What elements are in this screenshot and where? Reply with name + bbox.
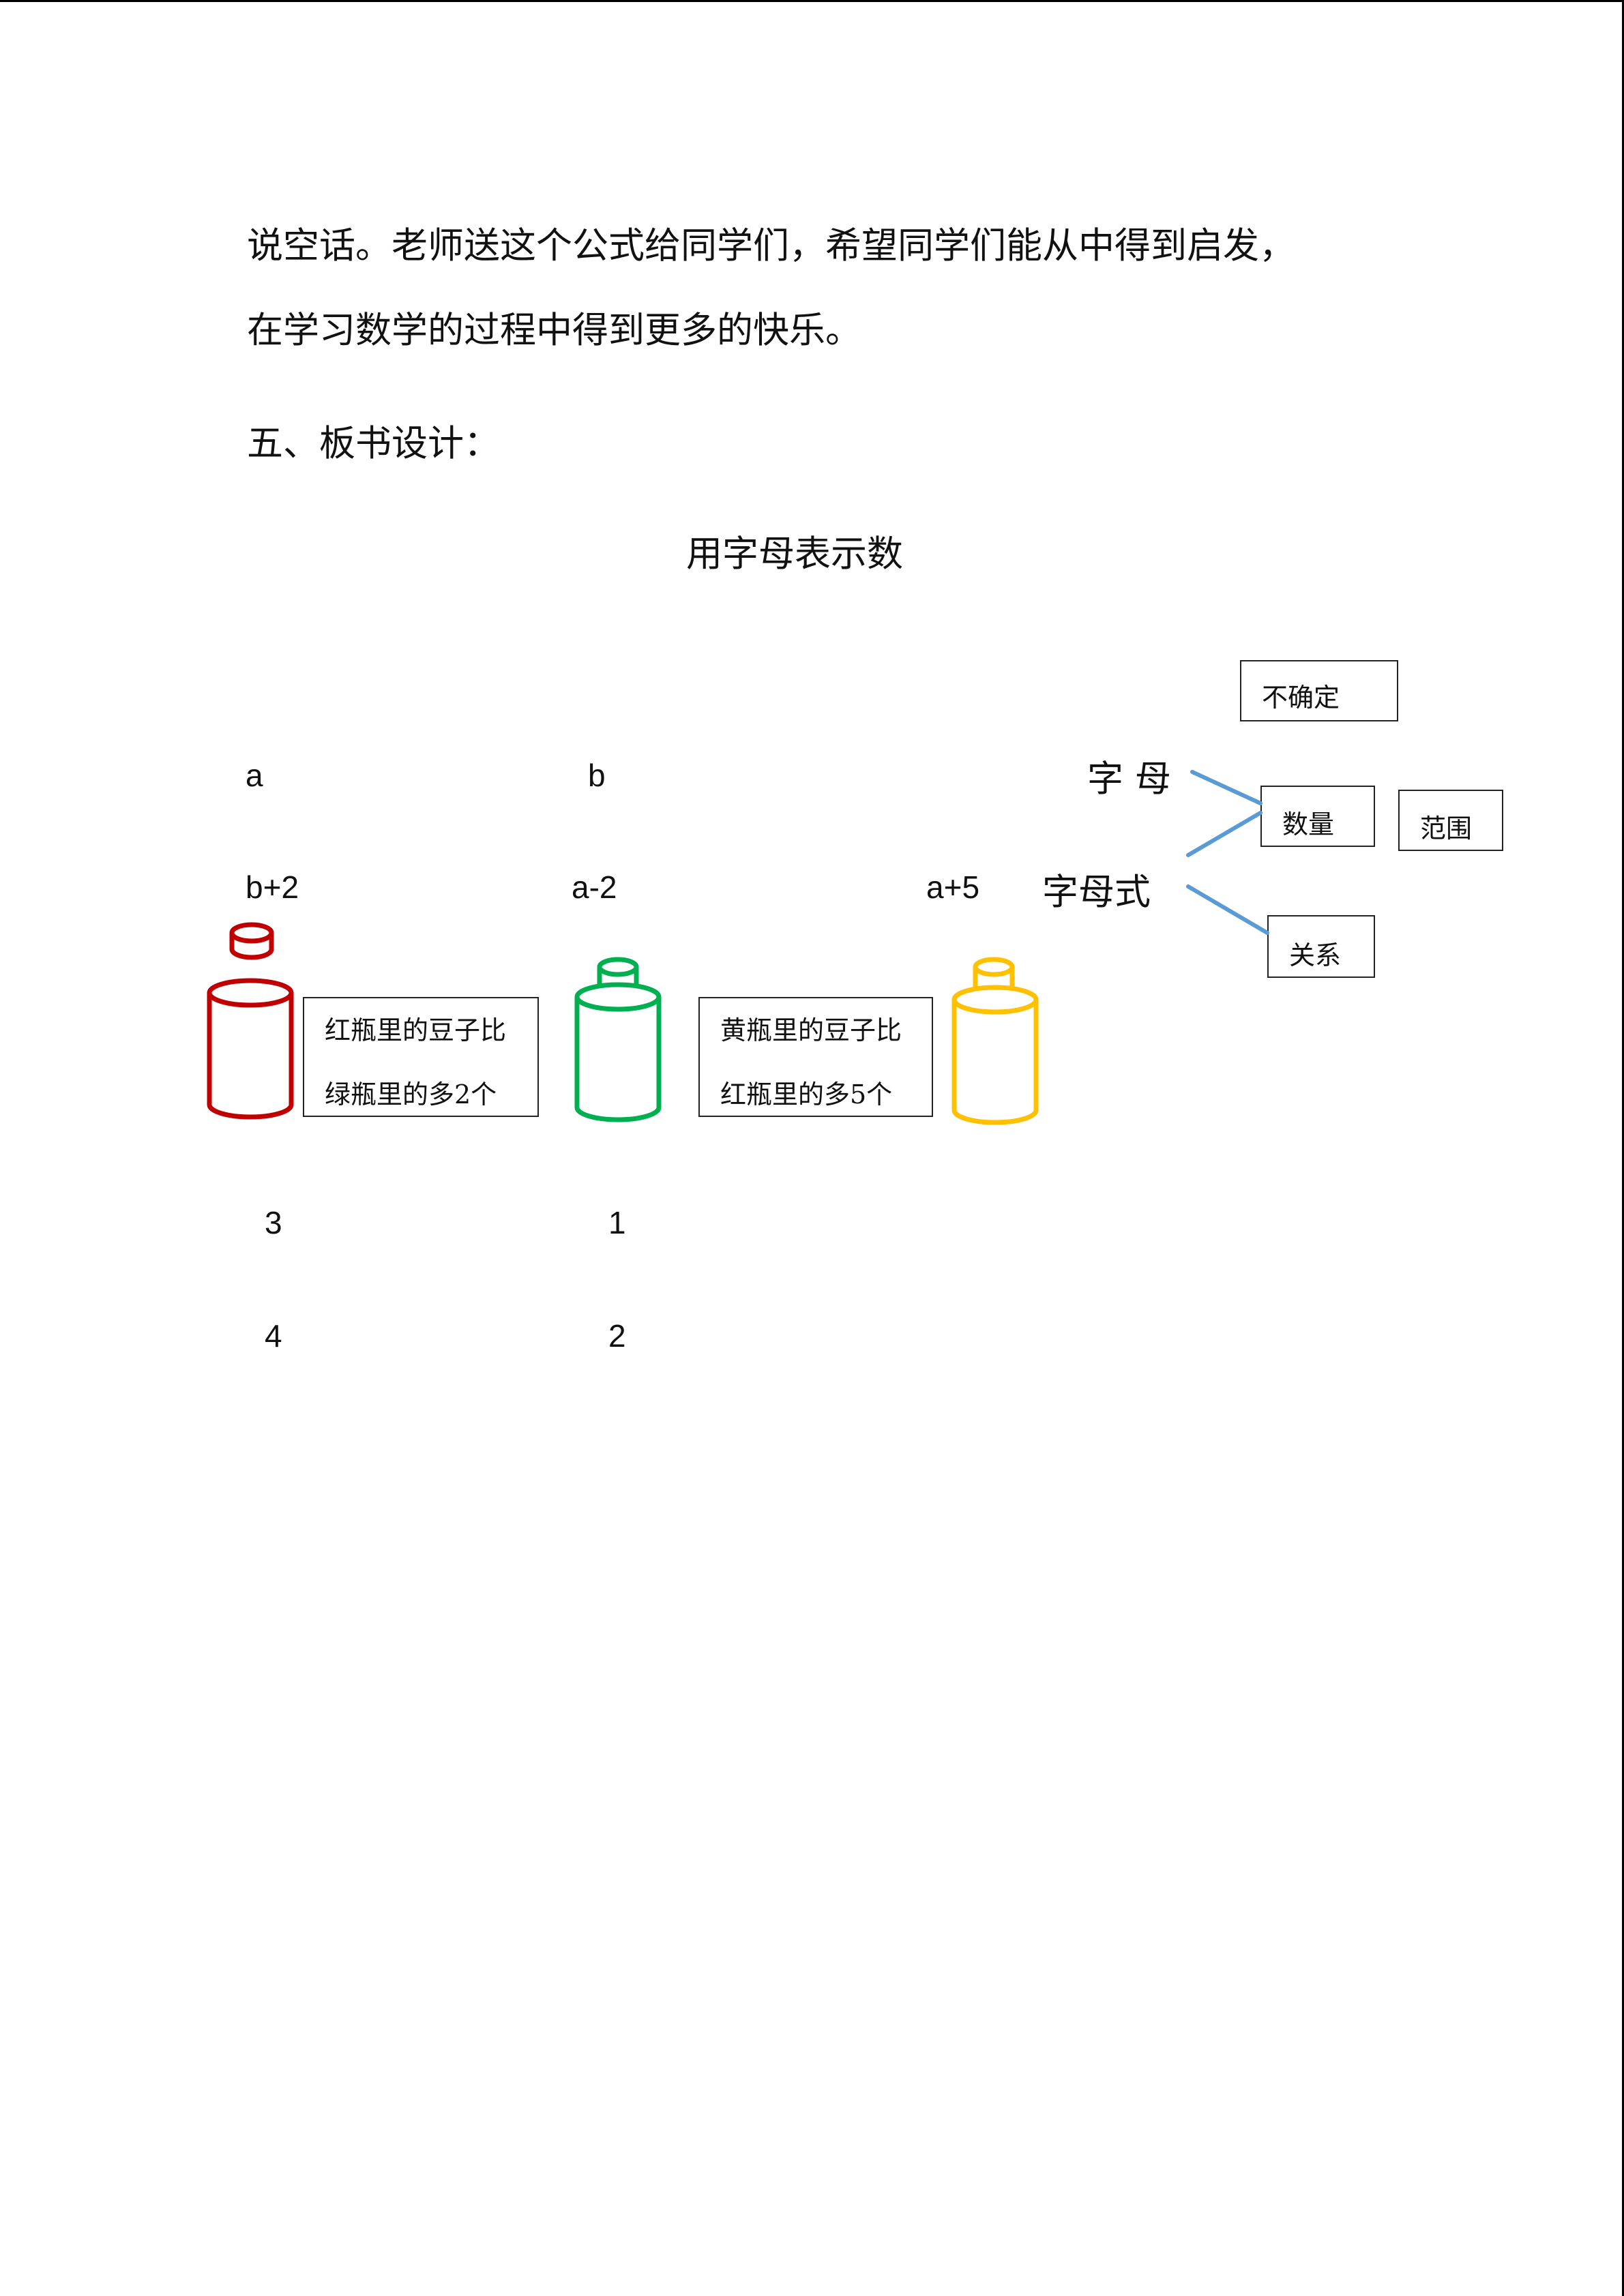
- red-bottle-icon: [207, 922, 294, 1120]
- expression-red: b+2: [246, 869, 299, 905]
- box-range-text: 范围: [1420, 814, 1473, 844]
- box-range: 范围: [1398, 790, 1503, 851]
- note-red-green: 红瓶里的豆子比 绿瓶里的多2个: [303, 997, 539, 1117]
- value-col2-row2: 2: [608, 1318, 626, 1354]
- box-relation: 关系: [1267, 915, 1375, 978]
- note-yellow-red: 黄瓶里的豆子比 红瓶里的多5个: [698, 997, 933, 1117]
- board-title: 用字母表示数: [686, 533, 903, 575]
- box-uncertain-text: 不确定: [1262, 683, 1340, 713]
- letter-a: a: [246, 758, 263, 793]
- note-yellow-red-line-2: 红瓶里的多5个: [720, 1079, 893, 1109]
- value-col2-row1: 1: [608, 1205, 626, 1240]
- expression-green: a-2: [572, 869, 617, 905]
- yellow-bottle-icon: [951, 957, 1039, 1125]
- connector-expression-relation: [1186, 884, 1269, 935]
- box-uncertain: 不确定: [1240, 660, 1398, 721]
- value-col1-row2: 4: [265, 1318, 282, 1354]
- note-yellow-red-line-1: 黄瓶里的豆子比: [720, 1015, 902, 1045]
- connector-letter-quantity: [1190, 770, 1263, 805]
- box-relation-text: 关系: [1289, 940, 1342, 970]
- green-bottle-icon: [574, 957, 662, 1122]
- box-quantity: 数量: [1260, 786, 1375, 847]
- paragraph-line-2: 在学习数学的过程中得到更多的快乐。: [247, 310, 861, 351]
- connector-expression-quantity: [1186, 811, 1263, 857]
- value-col1-row1: 3: [265, 1205, 282, 1240]
- mindmap-letter-label: 字 母: [1087, 758, 1171, 800]
- letter-b: b: [588, 758, 606, 793]
- mindmap-connectors: [1186, 770, 1269, 935]
- paragraph-line-1: 说空话。老师送这个公式给同学们，希望同学们能从中得到启发，: [247, 225, 1295, 267]
- note-red-green-line-1: 红瓶里的豆子比: [325, 1015, 507, 1045]
- box-quantity-text: 数量: [1282, 809, 1335, 839]
- section-heading: 五、板书设计：: [247, 423, 500, 464]
- mindmap-expression-label: 字母式: [1042, 871, 1151, 913]
- note-red-green-line-2: 绿瓶里的多2个: [325, 1079, 497, 1109]
- expression-yellow: a+5: [926, 869, 980, 905]
